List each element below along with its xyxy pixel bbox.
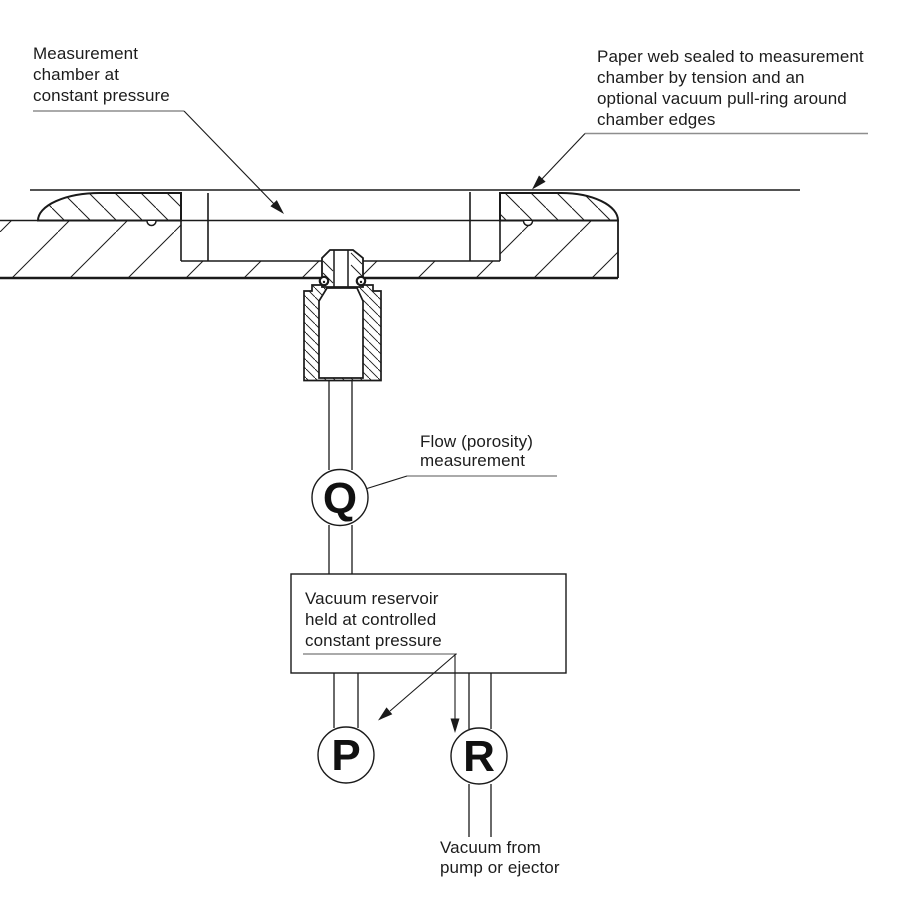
flow-meter-circle (311, 468, 369, 527)
vacuum-reservoir-box (290, 573, 567, 674)
web-leader-line (539, 133, 586, 182)
reservoir-leader-line-p (389, 653, 457, 712)
pipe-fitting-to-flowmeter (328, 380, 353, 470)
label-underlines (33, 110, 868, 655)
pull-ring-right-section (499, 192, 620, 222)
regulator-circle (450, 727, 508, 785)
pipe-regulator-outlet (468, 784, 492, 837)
leader-arrowheads (270, 175, 546, 733)
regulator-arrowhead (450, 718, 460, 733)
reservoir-annotation: Vacuum reservoir held at controlled cons… (305, 589, 442, 650)
pressure-gauge-circle (317, 726, 375, 784)
pipes (328, 380, 492, 837)
pipe-reservoir-to-pressure-gauge (333, 673, 359, 728)
pressure-arrowhead (378, 707, 393, 721)
pull-ring-left-section (36, 192, 182, 222)
pipe-flowmeter-to-reservoir (328, 525, 353, 574)
vacuum-source-annotation: Vacuum from pump or ejector (440, 838, 560, 877)
flow-leader-line (366, 475, 408, 490)
leader-lines (183, 110, 586, 719)
vacuum-groove-left (146, 220, 157, 227)
pressure-gauge-symbol: P (331, 731, 360, 780)
vacuum-groove-right (522, 220, 534, 227)
web-seal-annotation: Paper web sealed to measurement chamber … (597, 47, 864, 129)
web-arrowhead (532, 175, 546, 190)
chamber-annotation: Measurement chamber at constant pressure (33, 44, 170, 105)
chamber-arrowhead (270, 200, 284, 214)
flow-annotation: Flow (porosity) measurement (420, 432, 533, 470)
chamber-body-section (0, 221, 618, 278)
fitting-stem (321, 249, 364, 288)
chamber-leader-line (183, 110, 277, 207)
pipe-reservoir-to-regulator (468, 673, 492, 729)
hose-fitting (303, 249, 382, 382)
flow-meter-symbol: Q (323, 474, 357, 523)
regulator-symbol: R (463, 732, 495, 781)
